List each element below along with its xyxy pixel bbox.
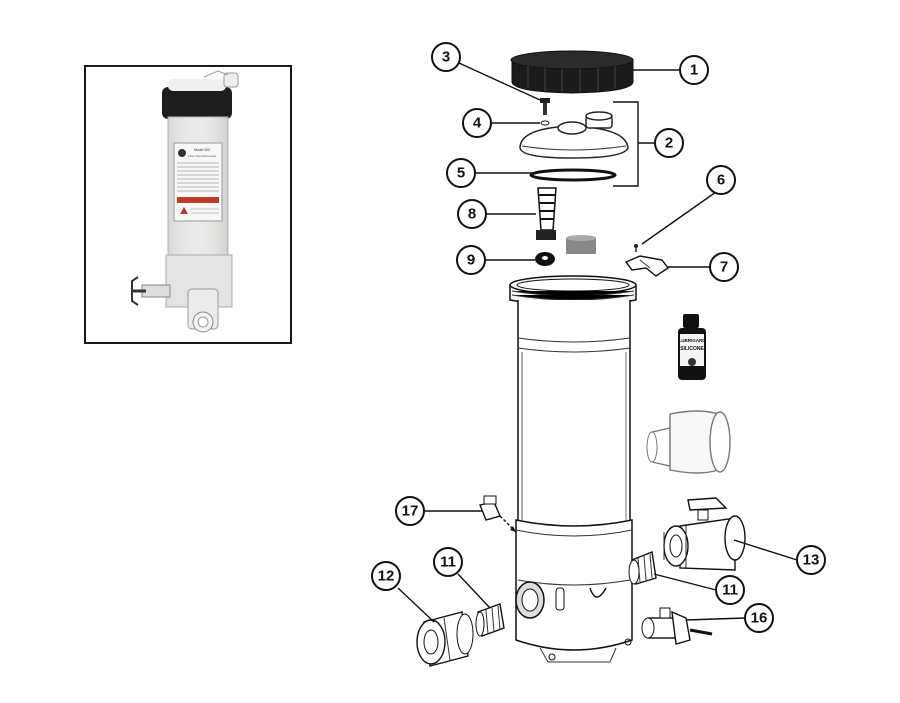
callout-7: 7 <box>709 252 739 282</box>
union-left-part <box>416 611 474 667</box>
callout-17: 17 <box>395 496 425 526</box>
callout-16: 16 <box>744 603 774 633</box>
silicone-bottle: LUBRIGARD SILICONE <box>678 314 706 380</box>
bottle-label-line2: SILICONE <box>680 346 704 352</box>
cover-screw-part <box>540 98 550 115</box>
callout-3: 3 <box>431 42 461 72</box>
photo-label-model: Model 320 <box>194 148 210 152</box>
clip-part <box>624 255 670 277</box>
callout-2: 2 <box>654 128 684 158</box>
o-ring-part <box>529 168 617 182</box>
callout-11-left-number: 11 <box>440 554 456 571</box>
photo-cap <box>162 87 232 119</box>
photo-label <box>173 142 223 222</box>
callout-9: 9 <box>456 245 486 275</box>
product-photo-frame: Model 320 Inline Chemical Feeder <box>84 65 292 344</box>
cover-part <box>519 111 629 159</box>
callout-8-number: 8 <box>468 206 476 223</box>
callout-2-number: 2 <box>665 135 673 152</box>
ball-part <box>535 252 555 266</box>
callout-13: 13 <box>796 545 826 575</box>
shut-off-valve-part <box>663 497 746 571</box>
photo-label-subtitle: Inline Chemical Feeder <box>188 154 217 158</box>
washer-part <box>540 120 550 126</box>
check-valve-part <box>646 410 731 474</box>
callout-9-number: 9 <box>467 252 475 269</box>
screen-part <box>536 187 557 240</box>
clip-screw-part <box>634 244 638 252</box>
bottle-label-line1: LUBRIGARD <box>679 338 707 343</box>
tablet-part <box>566 235 596 254</box>
callout-11-left: 11 <box>433 547 463 577</box>
photo-warning-stripe <box>177 197 219 203</box>
callout-1: 1 <box>679 55 709 85</box>
callout-4-number: 4 <box>473 115 482 132</box>
callout-5: 5 <box>446 158 476 188</box>
drain-valve-part <box>641 607 713 645</box>
callout-8: 8 <box>457 199 487 229</box>
feeder-body <box>509 275 637 663</box>
nipple-left-part <box>475 603 505 637</box>
cover-bracket <box>613 101 639 187</box>
callout-4: 4 <box>462 108 492 138</box>
drain-plug-part <box>479 495 517 533</box>
nipple-right-part <box>628 551 657 585</box>
callout-11-right: 11 <box>715 575 745 605</box>
lid-part <box>510 50 634 94</box>
callout-6-number: 6 <box>717 172 725 189</box>
callout-3-number: 3 <box>442 49 450 66</box>
callout-13-number: 13 <box>803 552 820 569</box>
callout-6: 6 <box>706 165 736 195</box>
callout-12-number: 12 <box>378 568 395 585</box>
leader-lines <box>397 62 798 623</box>
callout-11-right-number: 11 <box>722 582 738 599</box>
callout-16-number: 16 <box>751 610 768 627</box>
callout-1-number: 1 <box>690 62 698 79</box>
callout-7-number: 7 <box>720 259 728 276</box>
product-photo: Model 320 Inline Chemical Feeder <box>131 70 239 333</box>
callout-5-number: 5 <box>457 165 465 182</box>
callout-12: 12 <box>371 561 401 591</box>
callout-17-number: 17 <box>402 503 419 520</box>
